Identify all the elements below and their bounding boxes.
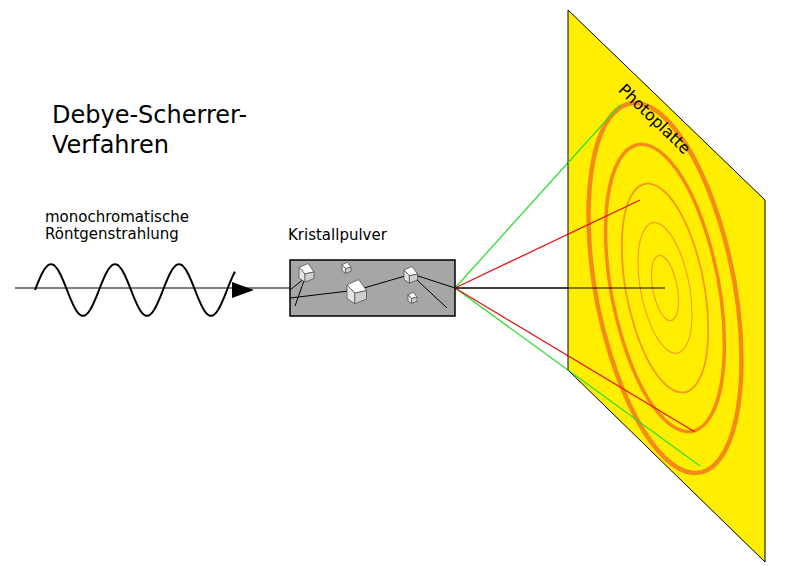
crystal: [347, 280, 367, 304]
connectors: [455, 288, 568, 289]
beam-axis: [568, 288, 665, 289]
crystal: [299, 264, 314, 283]
crystal: [342, 262, 351, 273]
scatter-path: [417, 280, 447, 308]
sample-label: Kristallpulver: [287, 226, 457, 244]
diffracted-ray: [455, 288, 700, 466]
scatter-path: [290, 274, 455, 298]
crystal: [408, 292, 417, 303]
diffracted-ray: [455, 105, 620, 288]
arrow-head: [232, 282, 254, 298]
sample-holder: [290, 260, 455, 316]
photo-plate-surface: [568, 10, 765, 562]
x-ray-wave: [35, 264, 235, 316]
title: Debye-Scherrer- Verfahren: [52, 100, 292, 160]
beam-line: [455, 288, 568, 289]
crystal-powder-box: Kristallpulver: [287, 226, 457, 318]
photo-plate: Photoplatte: [568, 10, 765, 562]
diffracted-ray: [455, 288, 695, 432]
crystal: [404, 266, 418, 283]
scatter-path: [295, 278, 305, 306]
diffracted-ray: [455, 200, 640, 288]
beam-label: monochromatische Röntgenstrahlung: [45, 209, 235, 244]
plate-shape: [568, 10, 765, 562]
